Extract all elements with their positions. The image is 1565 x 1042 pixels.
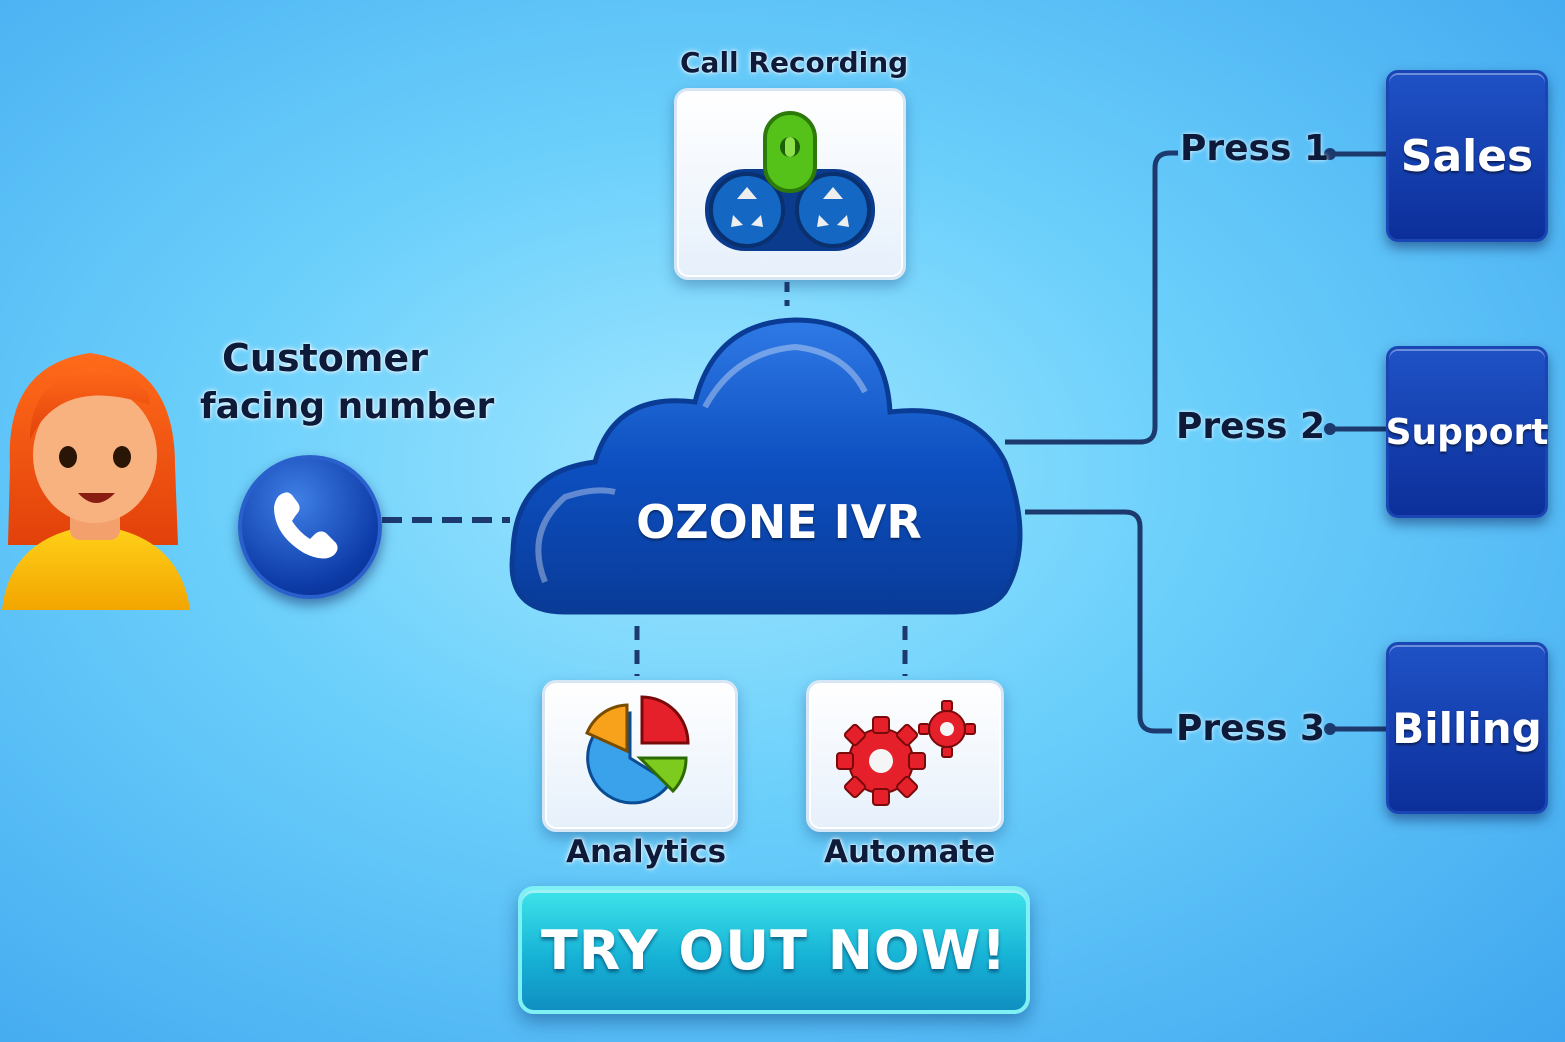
try-out-now-button[interactable]: TRY OUT NOW! [518, 886, 1030, 1014]
call-recording-label: Call Recording [680, 46, 909, 79]
customer-label-line2: facing number [200, 386, 495, 427]
phone-icon [274, 492, 338, 559]
sales-button[interactable]: Sales [1386, 70, 1548, 242]
pie-chart-icon [585, 695, 690, 805]
hub-title: OZONE IVR [636, 495, 922, 549]
gears-icon [836, 700, 976, 806]
automate-tile[interactable] [806, 680, 1004, 832]
press-2-label: Press 2 [1176, 406, 1325, 447]
phone-button[interactable] [238, 455, 382, 599]
customer-avatar [2, 353, 190, 610]
ozone-ivr-cloud[interactable] [505, 312, 1035, 632]
analytics-label: Analytics [566, 834, 727, 870]
analytics-tile[interactable] [542, 680, 738, 832]
support-button[interactable]: Support [1386, 346, 1548, 518]
microphone-icon [705, 111, 875, 251]
billing-button[interactable]: Billing [1386, 642, 1548, 814]
press-1-label: Press 1 [1180, 128, 1329, 169]
customer-label-line1: Customer [222, 336, 428, 380]
call-recording-tile[interactable] [674, 88, 906, 280]
automate-label: Automate [824, 834, 996, 870]
press-3-label: Press 3 [1176, 708, 1325, 749]
